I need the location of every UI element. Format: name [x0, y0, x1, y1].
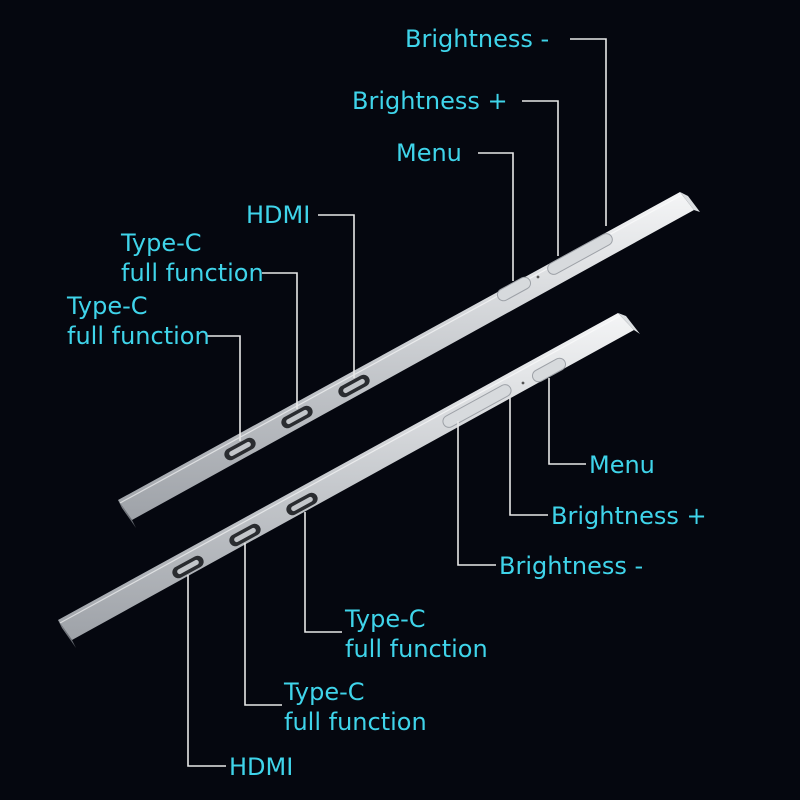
- leader-top-brightness-minus: [570, 38, 607, 226]
- leader-bottom-brightness-minus: [457, 421, 496, 566]
- bottom-hdmi-port: [172, 555, 204, 579]
- bottom-brightness-rocker: [442, 384, 512, 428]
- leader-bottom-typec-1: [244, 543, 282, 706]
- leader-top-hdmi: [318, 214, 355, 378]
- bottom-menu-button: [531, 357, 567, 383]
- leader-bottom-hdmi: [187, 575, 226, 767]
- label-bottom-brightness-minus: Brightness -: [499, 552, 643, 580]
- leader-top-menu: [478, 152, 514, 281]
- leader-top-typec-2: [262, 272, 298, 409]
- label-top-typec-1-line1: Type-C: [66, 292, 148, 320]
- label-bottom-hdmi: HDMI: [229, 753, 293, 781]
- label-bottom-typec-2-line1: Type-C: [344, 605, 426, 633]
- label-top-typec-2-line2: full function: [121, 259, 264, 287]
- top-hdmi-port: [338, 374, 370, 398]
- label-top-menu: Menu: [396, 139, 462, 167]
- label-top-hdmi: HDMI: [246, 201, 310, 229]
- leader-bottom-menu: [548, 378, 586, 465]
- label-bottom-brightness-plus: Brightness +: [551, 502, 707, 530]
- label-bottom-typec-2-line2: full function: [345, 635, 488, 663]
- label-top-brightness-plus: Brightness +: [352, 87, 508, 115]
- leader-top-brightness-plus: [522, 100, 559, 256]
- label-bottom-menu: Menu: [589, 451, 655, 479]
- top-typec-port-1: [224, 437, 256, 461]
- bottom-indicator-dot: [521, 381, 525, 385]
- label-top-brightness-minus: Brightness -: [405, 25, 549, 53]
- bottom-typec-port-2: [286, 492, 318, 516]
- label-top-typec-1-line2: full function: [67, 322, 210, 350]
- leader-top-typec-1: [206, 335, 241, 441]
- top-typec-port-2: [281, 405, 313, 429]
- leader-bottom-typec-2: [304, 512, 342, 633]
- leader-bottom-brightness-plus: [509, 398, 548, 516]
- top-indicator-dot: [536, 275, 540, 279]
- top-brightness-rocker: [547, 233, 613, 275]
- label-top-typec-2-line1: Type-C: [120, 229, 202, 257]
- top-menu-button: [496, 276, 532, 302]
- label-bottom-typec-1-line1: Type-C: [283, 678, 365, 706]
- bottom-typec-port-1: [229, 523, 261, 547]
- label-bottom-typec-1-line2: full function: [284, 708, 427, 736]
